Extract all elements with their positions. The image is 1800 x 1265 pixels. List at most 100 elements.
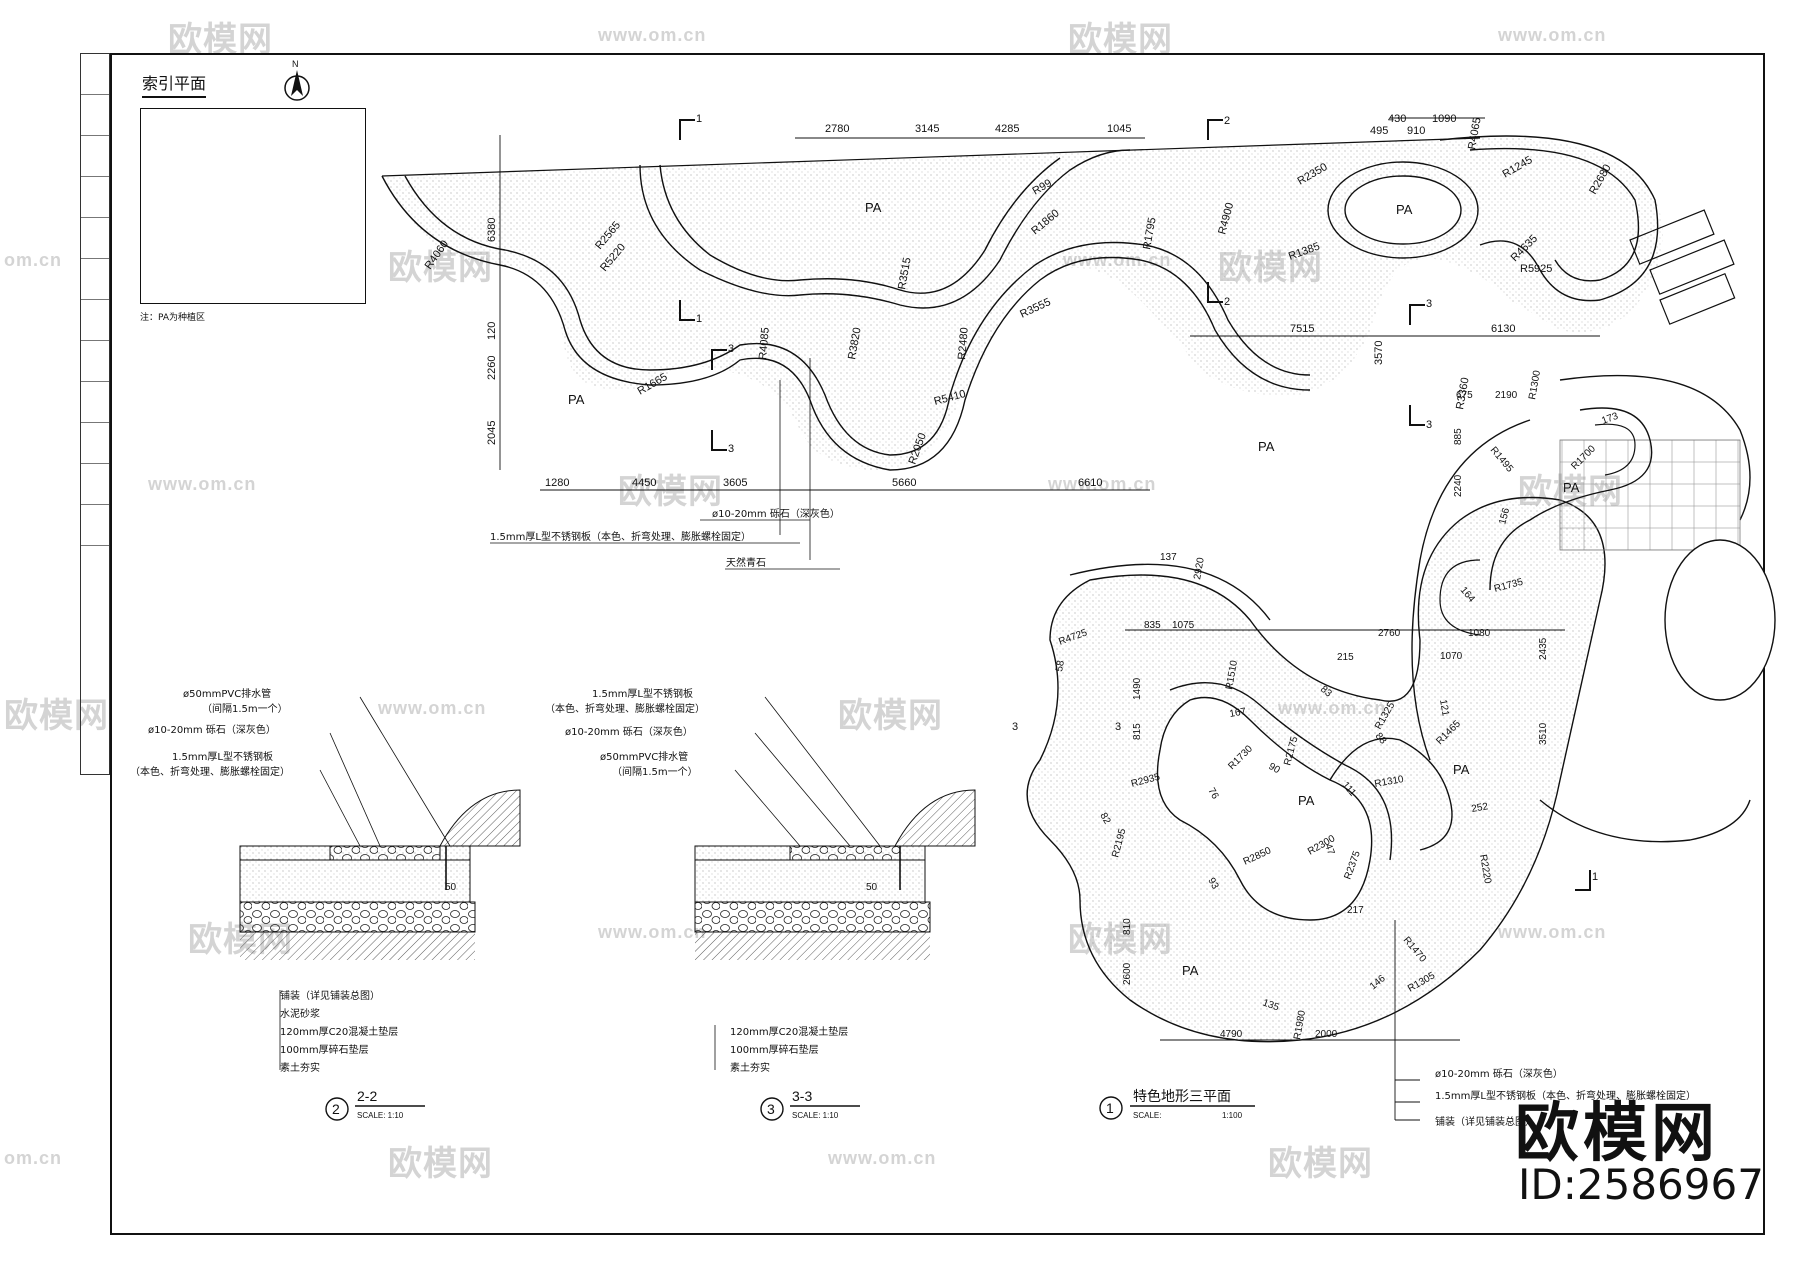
note: 素土夯实 bbox=[730, 1061, 770, 1074]
section-marker: 1 bbox=[1592, 871, 1598, 883]
note: ø50mmPVC排水管 bbox=[600, 750, 688, 763]
dim-label: 2240 bbox=[1453, 474, 1464, 497]
dim-label: 1070 bbox=[1440, 651, 1463, 662]
callout-gravel: ø10-20mm 砾石（深灰色） bbox=[1435, 1067, 1563, 1080]
planting-area-top bbox=[382, 137, 1663, 470]
radius-label: R5925 bbox=[1520, 263, 1552, 275]
dim-label: 2760 bbox=[1378, 628, 1401, 639]
section-3-3-drawing bbox=[694, 789, 976, 960]
dim-label: 93 bbox=[1205, 876, 1220, 892]
dim-label: 810 bbox=[1122, 918, 1133, 935]
radius-label: R3515 bbox=[896, 257, 913, 291]
radius-label: R3555 bbox=[1018, 296, 1052, 321]
dim-label: 3570 bbox=[1373, 341, 1385, 365]
note: 1.5mm厚L型不锈钢板 bbox=[172, 750, 273, 763]
pa-label: PA bbox=[1396, 202, 1413, 217]
section-2-2-notes: ø50mmPVC排水管 （间隔1.5m一个） ø10-20mm 砾石（深灰色） … bbox=[130, 687, 457, 1121]
pa-label: PA bbox=[1563, 480, 1580, 495]
radius-label: R1795 bbox=[1141, 217, 1158, 251]
section-marker: 3 bbox=[728, 343, 734, 355]
dim-label: 3510 bbox=[1538, 722, 1549, 745]
dim-label: R2220 bbox=[1477, 854, 1493, 885]
callout-steel-plate: 1.5mm厚L型不锈钢板（本色、折弯处理、膨胀螺栓固定） bbox=[490, 530, 751, 543]
radius-label: R4060 bbox=[423, 238, 451, 271]
radius-label: R4085 bbox=[757, 327, 772, 360]
dim-label: 1045 bbox=[1107, 123, 1131, 135]
dim-label: 910 bbox=[1407, 125, 1425, 137]
dim-label: 137 bbox=[1160, 552, 1177, 563]
brand-logo: 欧模网 bbox=[1515, 1097, 1719, 1171]
dim-label: R1300 bbox=[1527, 369, 1543, 400]
dim-label: 4450 bbox=[632, 477, 656, 489]
note: 素土夯实 bbox=[280, 1061, 320, 1074]
dim-label: 90 bbox=[1267, 761, 1283, 776]
dim-label: 3145 bbox=[915, 123, 939, 135]
dim-label: 2920 bbox=[1192, 556, 1207, 580]
dim-label: R1310 bbox=[1374, 774, 1405, 790]
pa-label: PA bbox=[1298, 793, 1315, 808]
section-scale: SCALE: 1:10 bbox=[357, 1111, 404, 1120]
section-num: 2 bbox=[332, 1101, 340, 1117]
pa-label: PA bbox=[865, 200, 882, 215]
dim-label: 6610 bbox=[1078, 477, 1102, 489]
dim-label: 4285 bbox=[995, 123, 1019, 135]
section-title: 2-2 bbox=[357, 1088, 377, 1104]
dim-label: 4790 bbox=[1220, 1029, 1243, 1040]
dim-label: 76 bbox=[1205, 786, 1220, 802]
section-marker: 1 bbox=[696, 313, 702, 325]
section-marker: 3 bbox=[1115, 721, 1121, 733]
section-marker: 3 bbox=[1426, 419, 1432, 431]
dim-label: 1080 bbox=[1468, 628, 1491, 639]
dim-label: 2190 bbox=[1495, 390, 1518, 401]
dim-label: 167 bbox=[1229, 706, 1248, 720]
dim-label: 2600 bbox=[1122, 962, 1133, 985]
dim-label: 58 bbox=[1054, 659, 1067, 672]
pa-label: PA bbox=[568, 392, 585, 407]
plan-1-title-block: 1 特色地形三平面 SCALE: 1:100 ø10-20mm 砾石（深灰色） … bbox=[1099, 1067, 1696, 1128]
note: 水泥砂浆 bbox=[280, 1007, 320, 1020]
dim-label: 121 bbox=[1437, 699, 1451, 718]
dim-label: 156 bbox=[1497, 506, 1512, 525]
dim-label: 1490 bbox=[1132, 677, 1143, 700]
plan-scale: SCALE: bbox=[1133, 1111, 1161, 1120]
pa-label: PA bbox=[1453, 762, 1470, 777]
section-3-3-notes: 1.5mm厚L型不锈钢板 （本色、折弯处理、膨胀螺栓固定） ø10-20mm 砾… bbox=[545, 687, 878, 1121]
note: ø50mmPVC排水管 bbox=[183, 687, 271, 700]
dim-label: 1280 bbox=[545, 477, 569, 489]
section-2-2-drawing bbox=[239, 789, 521, 960]
note: 铺装（详见铺装总图） bbox=[280, 989, 380, 1002]
callout-paving: 铺装（详见铺装总图） bbox=[1435, 1115, 1535, 1128]
callout-steel-plate: 1.5mm厚L型不锈钢板（本色、折弯处理、膨胀螺栓固定） bbox=[1435, 1089, 1696, 1102]
plan-scale-value: 1:100 bbox=[1222, 1111, 1243, 1120]
dim-label: 120 bbox=[486, 322, 498, 340]
dim-label: 3605 bbox=[723, 477, 747, 489]
radius-label: R2480 bbox=[956, 327, 971, 360]
note: 120mm厚C20混凝土垫层 bbox=[280, 1025, 398, 1038]
note: 100mm厚碎石垫层 bbox=[280, 1043, 369, 1056]
section-marker: 3 bbox=[728, 443, 734, 455]
dim-label: 2435 bbox=[1538, 637, 1549, 660]
pa-label: PA bbox=[1182, 963, 1199, 978]
dim-label: 7515 bbox=[1290, 323, 1314, 335]
section-scale: SCALE: 1:10 bbox=[792, 1111, 839, 1120]
dim-label: 2000 bbox=[1315, 1029, 1338, 1040]
dim-label: 2780 bbox=[825, 123, 849, 135]
plan-num: 1 bbox=[1106, 1100, 1114, 1116]
radius-label: R3820 bbox=[846, 327, 863, 361]
dim-label: 885 bbox=[1453, 428, 1464, 445]
dim-label: 252 bbox=[1471, 801, 1490, 815]
dim-label: 2260 bbox=[486, 356, 498, 380]
dim-label: 6130 bbox=[1491, 323, 1515, 335]
section-cut-markers bbox=[679, 119, 1591, 891]
note: 120mm厚C20混凝土垫层 bbox=[730, 1025, 848, 1038]
index-plan-title: 索引平面 bbox=[142, 70, 207, 98]
dim-label: R1510 bbox=[1224, 659, 1240, 690]
section-marker: 2 bbox=[1224, 115, 1230, 127]
callout-bluestone: 天然青石 bbox=[726, 556, 766, 569]
section-marker: 3 bbox=[1012, 721, 1018, 733]
note: ø10-20mm 砾石（深灰色） bbox=[148, 723, 276, 736]
top-callouts: ø10-20mm 砾石（深灰色） 1.5mm厚L型不锈钢板（本色、折弯处理、膨胀… bbox=[490, 507, 840, 570]
dim-label: 50 bbox=[445, 882, 457, 893]
top-plan bbox=[381, 135, 1736, 471]
